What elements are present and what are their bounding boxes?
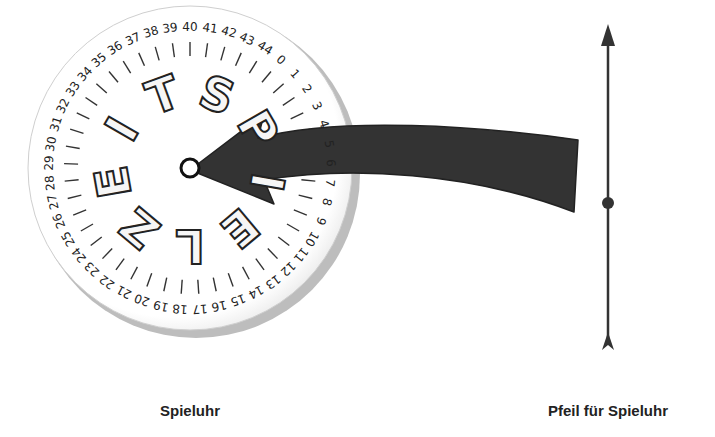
tick	[102, 249, 112, 259]
tick	[197, 280, 199, 294]
pointer-arrow	[601, 24, 615, 350]
tick	[213, 278, 216, 292]
tick	[96, 84, 106, 93]
dial-number: 19	[152, 298, 169, 313]
dial-number: 41	[201, 21, 218, 35]
tick	[181, 280, 183, 294]
tick	[268, 249, 278, 259]
tick	[65, 180, 79, 181]
center-hole	[181, 159, 199, 177]
dial-letter: L	[175, 223, 204, 269]
tick	[131, 267, 138, 279]
tick	[172, 43, 174, 57]
dial-number: 6	[325, 159, 337, 167]
tick	[73, 210, 86, 215]
tick	[228, 273, 233, 286]
tick	[64, 163, 78, 165]
dial-number: 27	[46, 193, 61, 211]
tick	[68, 195, 82, 198]
tick	[164, 278, 167, 292]
tick	[294, 210, 307, 215]
tick	[273, 84, 283, 93]
tick	[91, 237, 102, 246]
tick	[155, 47, 159, 60]
tick	[291, 113, 304, 119]
caption: Spieluhr	[160, 403, 220, 418]
tick	[236, 53, 242, 66]
tick	[301, 180, 315, 181]
tick	[243, 267, 250, 279]
tick	[287, 224, 299, 231]
tick	[109, 71, 118, 82]
tick	[249, 61, 256, 73]
dial-number: 39	[162, 21, 179, 35]
dial-number: 29	[43, 155, 56, 171]
caption: Pfeil für Spieluhr	[548, 403, 668, 418]
dial-number: 40	[182, 21, 197, 33]
dial-number: 16	[211, 298, 228, 313]
tick	[70, 129, 83, 133]
tick	[189, 42, 190, 56]
dial-number: 30	[44, 135, 58, 152]
tick	[206, 43, 208, 57]
dial-number: 18	[172, 302, 188, 315]
tick	[221, 47, 225, 60]
tick	[77, 113, 90, 119]
tick	[262, 71, 271, 82]
dial-number: 17	[192, 302, 208, 315]
tick	[86, 98, 98, 106]
tick	[66, 146, 80, 148]
tick	[116, 259, 124, 270]
tick	[81, 224, 93, 231]
dial-number: 7	[324, 178, 337, 187]
tick	[299, 195, 313, 198]
tick	[123, 61, 130, 73]
dial-number: 28	[43, 175, 57, 191]
tick	[139, 53, 145, 66]
dial-number: 5	[322, 139, 335, 149]
tick	[278, 237, 289, 246]
tick	[283, 98, 295, 106]
tick	[147, 273, 152, 286]
tick	[256, 259, 264, 270]
